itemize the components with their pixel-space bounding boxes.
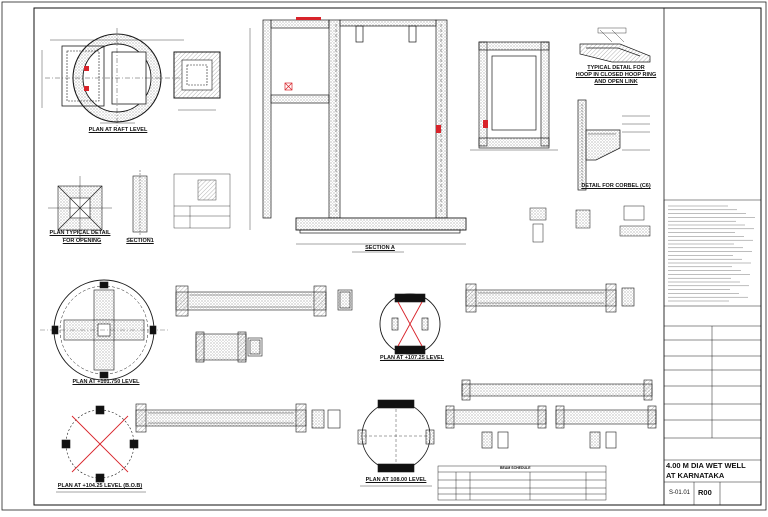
project-title: 4.00 M DIA WET WELL — [666, 461, 746, 470]
project-location: AT KARNATAKA — [666, 471, 725, 480]
beam-elevation-2 — [195, 331, 263, 363]
opening-detail — [48, 176, 112, 240]
plan-raft-level — [41, 28, 189, 128]
drawing-number: S-01.01 — [669, 490, 691, 496]
plan-10725-title: PLAN AT +107.25 LEVEL — [379, 355, 445, 361]
plan-raft-detail-box — [173, 51, 221, 111]
beam-schedule-title: BEAM SCHEDULE — [500, 466, 531, 470]
opening-table — [173, 173, 231, 229]
notes-text-lines — [668, 205, 755, 302]
section-a — [249, 17, 467, 253]
plan-opening-title: PLAN TYPICAL DETAIL — [49, 230, 111, 236]
beam-elevation-3 — [465, 283, 635, 313]
plan-raft-title: PLAN AT RAFT LEVEL — [88, 127, 148, 133]
section-1-title: SECTION1 — [126, 238, 154, 244]
small-details-row — [529, 205, 651, 243]
plan-10725 — [379, 293, 441, 361]
beam-elevation-1 — [175, 285, 353, 317]
beam-elevation-5 — [445, 379, 657, 449]
plan-101750 — [40, 279, 168, 385]
beam-elevation-4 — [135, 403, 341, 433]
hoop-detail-title-2: HOOP IN CLOSED HOOP RING — [575, 72, 657, 78]
section-a-title: SECTION A — [365, 245, 395, 251]
plan-10800-title: PLAN AT 108.00 LEVEL — [365, 477, 427, 483]
hoop-detail-title: TYPICAL DETAIL FOR — [587, 65, 645, 71]
corbel-detail — [577, 99, 650, 191]
corbel-detail-title: DETAIL FOR CORBEL (C6) — [581, 183, 651, 189]
plan-10425 — [56, 405, 146, 493]
title-block — [663, 8, 762, 506]
hoop-detail — [579, 27, 651, 63]
plan-101750-title: PLAN AT +101.750 LEVEL — [72, 379, 140, 385]
plan-10800 — [357, 399, 435, 487]
wall-section-small — [470, 41, 558, 151]
section-1 — [128, 170, 152, 239]
plan-10425-title: PLAN AT +104.25 LEVEL (B.O.B) — [57, 483, 143, 489]
plan-opening-title-2: FOR OPENING — [62, 238, 102, 244]
beam-schedule-table — [437, 465, 607, 501]
revision: R00 — [698, 488, 712, 497]
hoop-detail-title-3: AND OPEN LINK — [594, 79, 638, 85]
